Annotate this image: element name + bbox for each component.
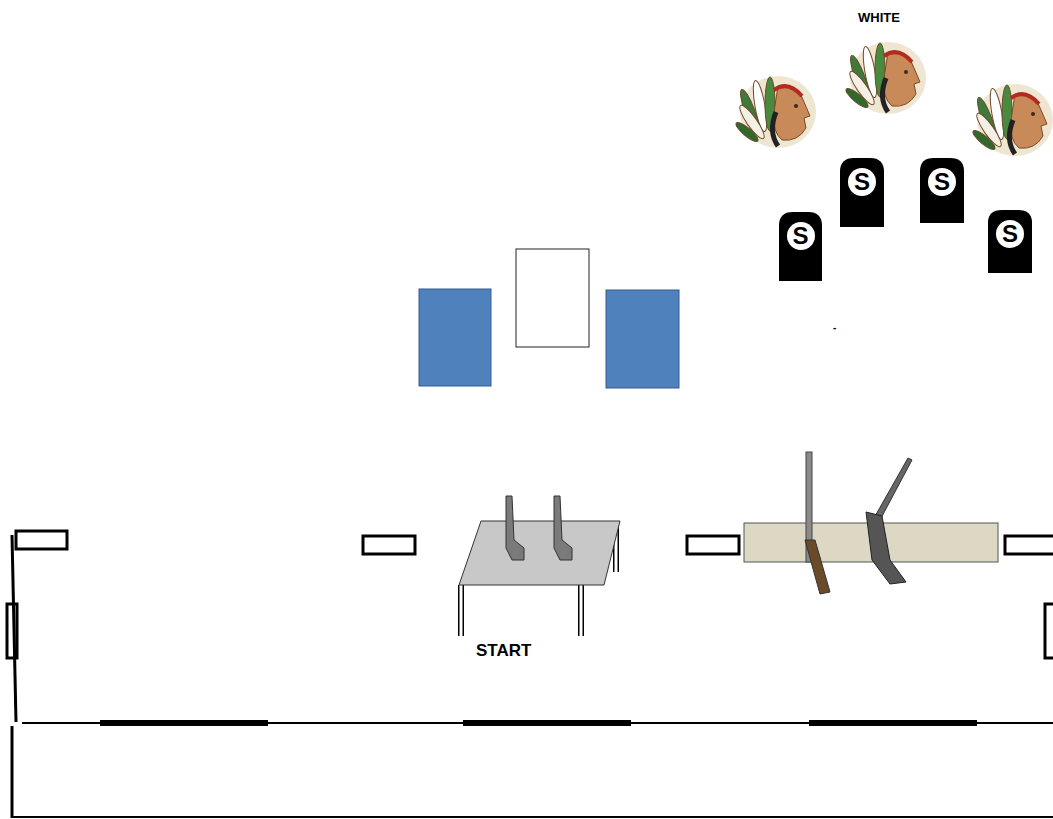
tombstone-target: S xyxy=(920,158,964,223)
target-letter: S xyxy=(928,168,956,196)
tombstone-target: S xyxy=(779,212,822,281)
stage-label: WHITE xyxy=(858,10,900,25)
indian-head-target xyxy=(844,42,926,114)
target-letter: S xyxy=(848,168,876,196)
stage-label: START xyxy=(476,641,531,661)
tombstone-target: S xyxy=(988,210,1032,273)
target-letter: S xyxy=(787,222,815,250)
white-target xyxy=(516,249,589,347)
indian-head-target xyxy=(734,76,816,148)
tombstone-target: S xyxy=(840,158,884,227)
fence xyxy=(12,723,1053,818)
indian-head-target xyxy=(971,84,1053,156)
target-letter: S xyxy=(996,220,1024,248)
blue-target xyxy=(419,289,491,386)
pistols xyxy=(506,496,572,560)
shotgun xyxy=(866,458,912,584)
stage-label: - xyxy=(833,322,836,333)
loading-table xyxy=(459,521,620,636)
fence-post xyxy=(12,535,16,722)
rifle xyxy=(805,452,830,594)
blue-target xyxy=(606,290,679,388)
